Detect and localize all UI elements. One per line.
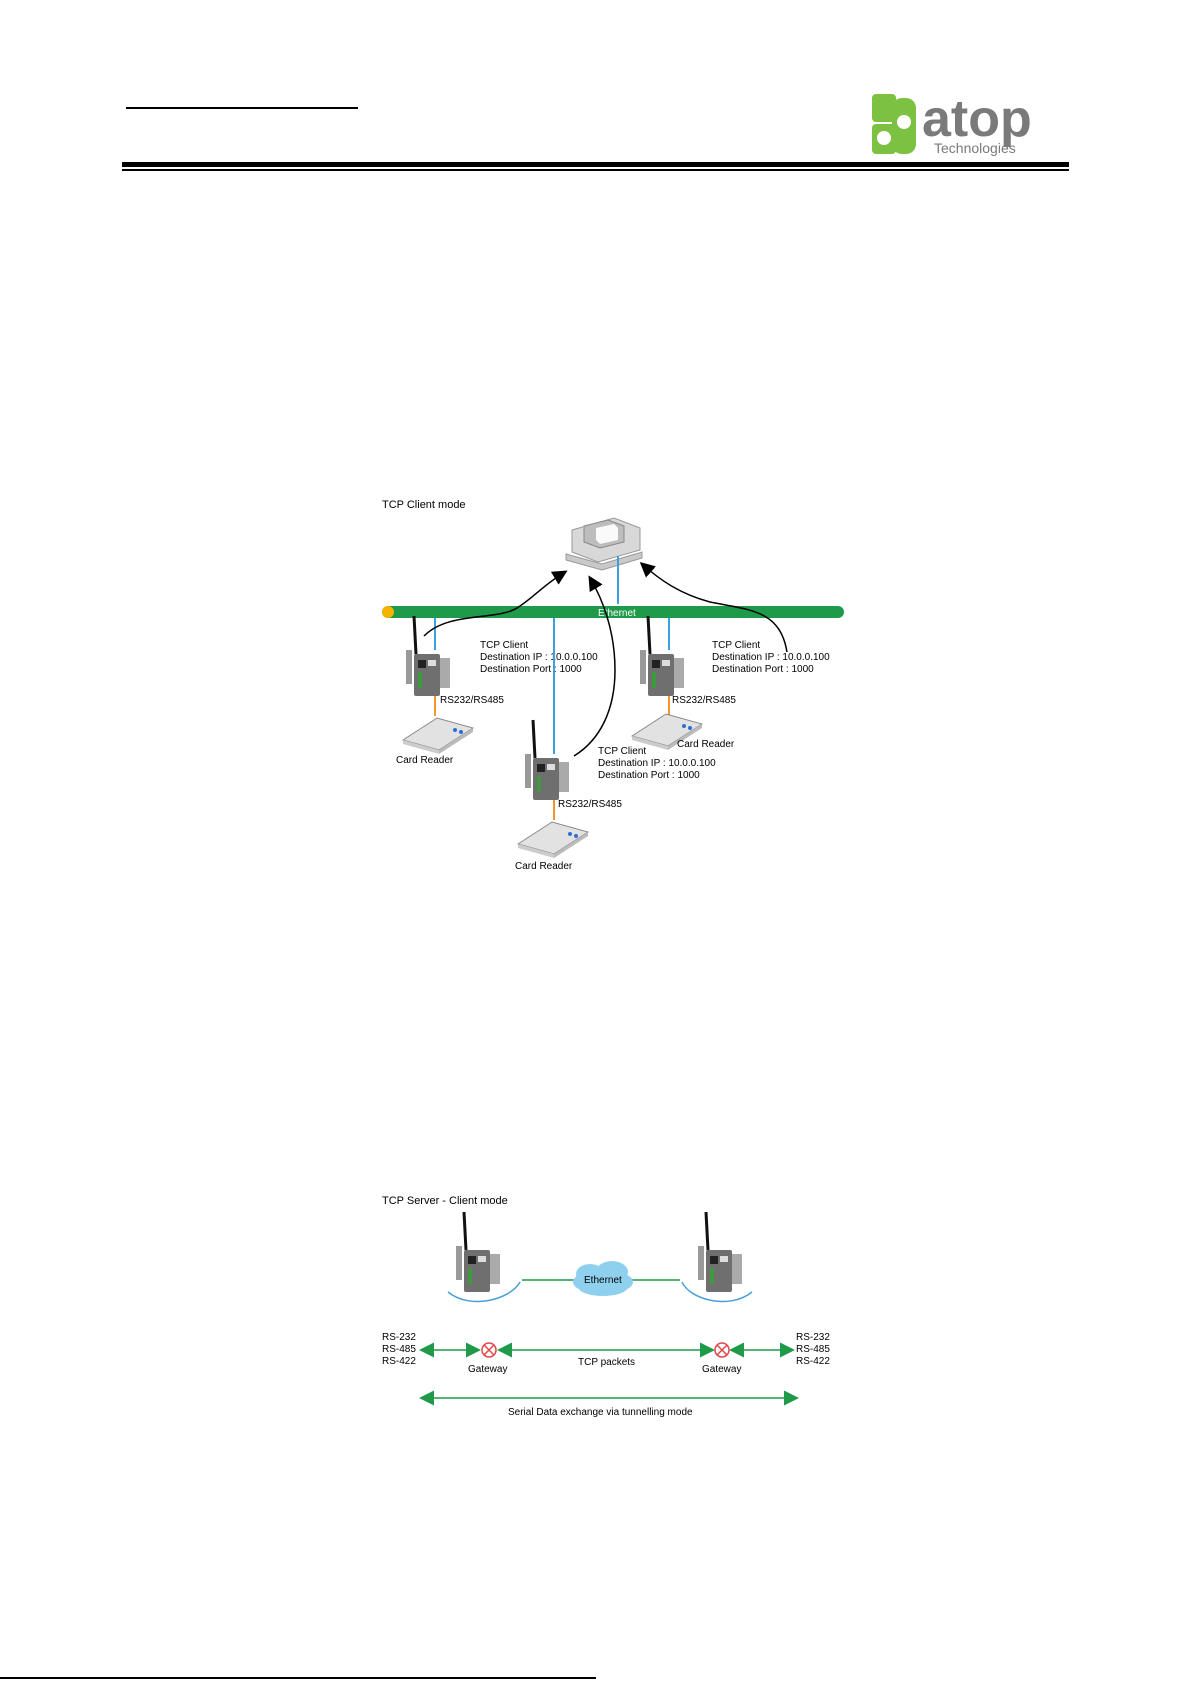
figure-tcp-client-mode: TCP Client mode Ethernet TCP Client Dest… xyxy=(382,499,844,872)
figure1-title: TCP Client mode xyxy=(382,499,466,511)
ethernet-cloud-icon xyxy=(573,1261,633,1296)
client1-card-reader xyxy=(402,717,474,755)
left-port-3: RS-422 xyxy=(382,1356,416,1367)
computer-icon xyxy=(565,517,643,571)
client3-arrow xyxy=(639,562,788,653)
figure-tcp-server-client-mode: TCP Server - Client mode Ethernet RS-232… xyxy=(382,1195,830,1418)
left-port-2: RS-485 xyxy=(382,1344,416,1355)
right-device xyxy=(696,1210,744,1294)
client1-label-1: TCP Client xyxy=(480,640,528,651)
client3-device xyxy=(638,614,686,698)
tcp-packets-label: TCP packets xyxy=(578,1357,635,1368)
logo-subtitle: Technologies xyxy=(934,140,1016,156)
header-rule xyxy=(122,162,1069,167)
client2-device xyxy=(523,718,571,802)
left-gateway-icon xyxy=(481,1342,497,1358)
client3-label-2: Destination IP : 10.0.0.100 xyxy=(712,652,830,663)
client1-device xyxy=(404,614,452,698)
client2-label-1: TCP Client xyxy=(598,746,646,757)
right-gateway-icon xyxy=(714,1342,730,1358)
client3-label-3: Destination Port : 1000 xyxy=(712,664,814,675)
client2-card-reader xyxy=(517,821,589,859)
ethernet-label: Ethernet xyxy=(598,608,636,619)
cloud-label: Ethernet xyxy=(584,1275,622,1286)
client2-label-2: Destination IP : 10.0.0.100 xyxy=(598,758,716,769)
left-port-1: RS-232 xyxy=(382,1332,416,1343)
logo-word: atop xyxy=(922,92,1032,148)
right-port-2: RS-485 xyxy=(796,1344,830,1355)
right-gateway-label: Gateway xyxy=(702,1364,741,1375)
left-gateway-label: Gateway xyxy=(468,1364,507,1375)
client1-arrow xyxy=(423,570,568,637)
right-device-base xyxy=(681,1281,753,1303)
atop-logo: atop Technologies xyxy=(872,92,1032,156)
logo-mark xyxy=(872,94,916,154)
right-port-1: RS-232 xyxy=(796,1332,830,1343)
client1-label-3: Destination Port : 1000 xyxy=(480,664,582,675)
client2-arrow xyxy=(573,575,616,757)
left-device xyxy=(454,1210,502,1294)
footer-rule xyxy=(0,1677,596,1679)
client1-label-2: Destination IP : 10.0.0.100 xyxy=(480,652,598,663)
client3-reader-label: Card Reader xyxy=(677,739,735,750)
client2-serial-label: RS232/RS485 xyxy=(558,799,622,810)
header-short-rule xyxy=(126,107,358,109)
right-port-3: RS-422 xyxy=(796,1356,830,1367)
left-device-base xyxy=(447,1281,521,1303)
ethernet-bus-end xyxy=(382,606,394,618)
client1-reader-label: Card Reader xyxy=(396,755,454,766)
client3-serial-label: RS232/RS485 xyxy=(672,695,736,706)
tunnelling-label: Serial Data exchange via tunnelling mode xyxy=(508,1407,693,1418)
client2-reader-label: Card Reader xyxy=(515,861,573,872)
figure2-title: TCP Server - Client mode xyxy=(382,1195,508,1207)
header-rule-thin xyxy=(122,169,1069,171)
client3-label-1: TCP Client xyxy=(712,640,760,651)
client1-serial-label: RS232/RS485 xyxy=(440,695,504,706)
client2-label-3: Destination Port : 1000 xyxy=(598,770,700,781)
